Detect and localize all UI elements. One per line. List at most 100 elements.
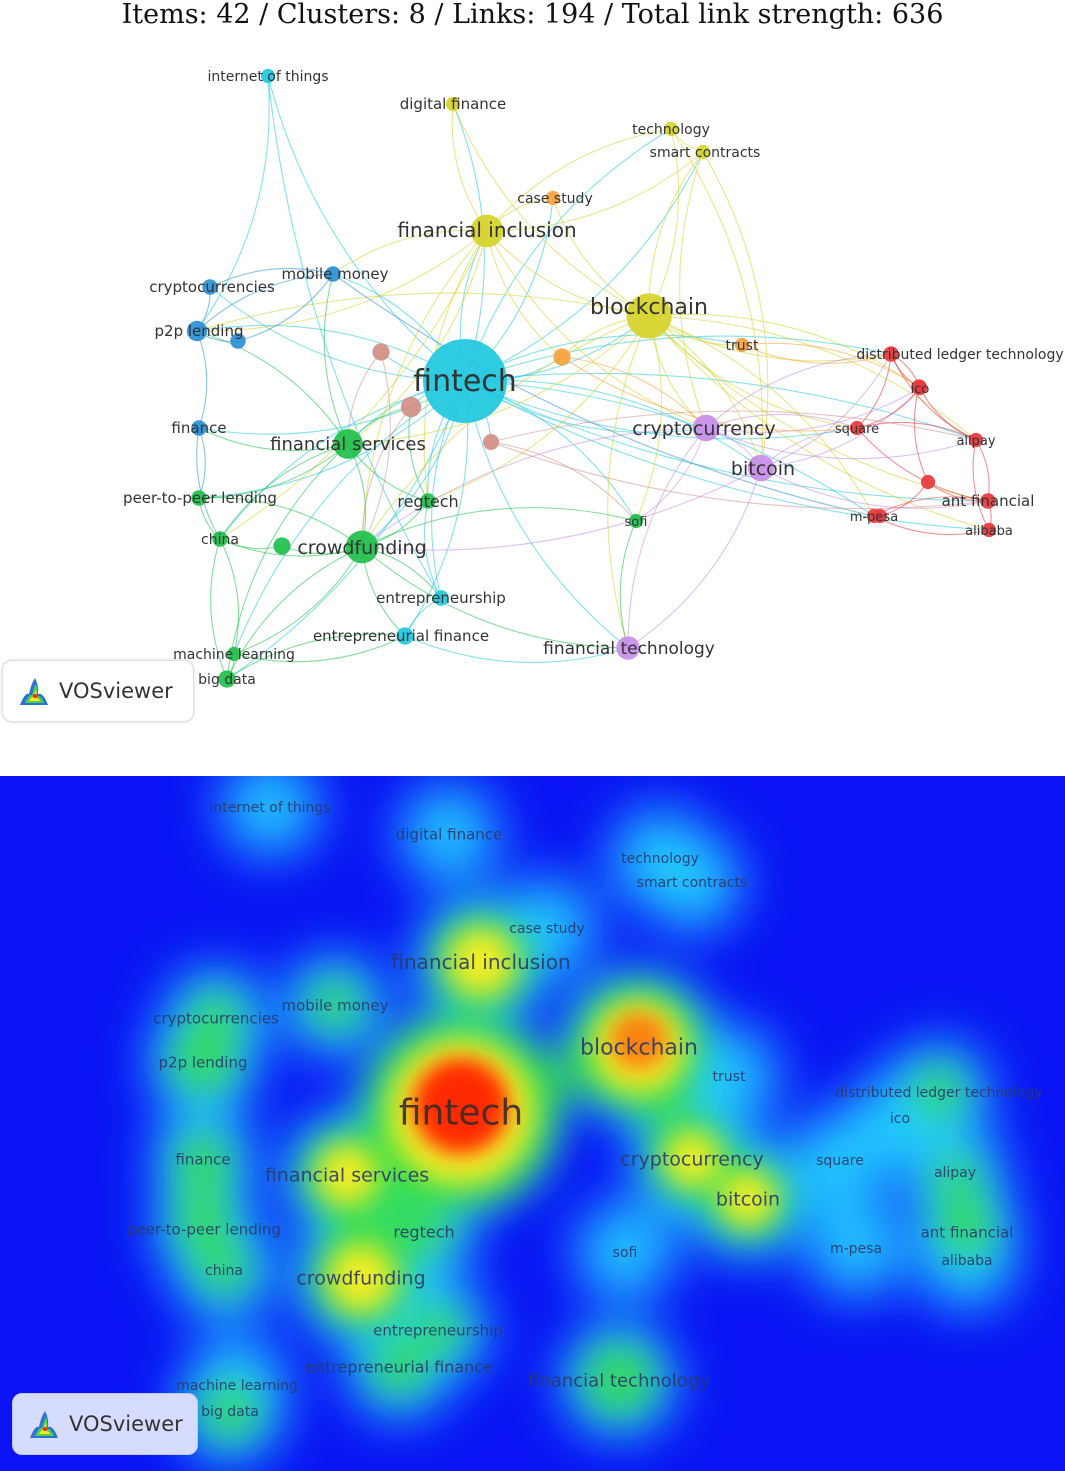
network-node-u6[interactable] [273, 537, 291, 555]
network-link-bitcoin-crowdfunding [361, 467, 762, 551]
network-link-blockchain-crowdfunding [361, 315, 650, 548]
vosviewer-logo-icon [20, 678, 48, 705]
network-node-digital-finance[interactable] [445, 96, 461, 112]
network-node-alipay[interactable] [968, 432, 984, 448]
network-node-u4[interactable] [553, 348, 571, 366]
network-node-cryptocurrencies[interactable] [202, 279, 218, 295]
network-node-peer-to-peer-lending[interactable] [191, 490, 207, 506]
network-node-square[interactable] [849, 420, 865, 436]
network-links [196, 75, 992, 680]
network-node-u5[interactable] [230, 333, 246, 349]
vosviewer-logo-badge: VOSviewer [2, 660, 194, 722]
network-node-u9[interactable] [872, 508, 888, 524]
network-node-machine-learning[interactable] [226, 646, 242, 662]
network-link-blockchain-square [648, 315, 858, 429]
network-node-u2[interactable] [400, 396, 422, 418]
density-blob-high-cryptocurrency [664, 1131, 720, 1187]
network-node-sofi[interactable] [628, 513, 644, 529]
density-blob-low-sofi [576, 1203, 674, 1301]
network-node-internet-of-things[interactable] [260, 68, 276, 84]
network-node-big-data[interactable] [218, 670, 236, 688]
network-node-ant-financial[interactable] [980, 493, 996, 509]
network-label-distributed-ledger-technology: distributed ledger technology [856, 347, 1063, 363]
network-node-technology[interactable] [663, 121, 679, 137]
network-link-financial_inclusion-cryptocurrency [486, 230, 707, 429]
network-link-fintech-alipay [464, 372, 977, 441]
network-node-distributed-ledger-technology[interactable] [883, 346, 899, 362]
network-node-crowdfunding[interactable] [345, 530, 379, 564]
network-link-fintech-machine_learning [233, 380, 466, 655]
network-label-bitcoin: bitcoin [731, 458, 795, 480]
network-link-blockchain-m_pesa [648, 315, 875, 517]
network-link-smart_contracts-cryptocurrency [679, 151, 707, 429]
network-link-m_pesa-alibaba [873, 515, 990, 536]
network-link-financial_inclusion-technology [486, 128, 672, 232]
network-node-blockchain[interactable] [626, 293, 672, 339]
density-label-mobile-money: mobile money [281, 996, 388, 1014]
network-link-square-alipay [856, 421, 977, 441]
network-node-mobile-money[interactable] [325, 266, 341, 282]
density-blob-peak-blockchain [610, 1012, 668, 1070]
network-label-square: square [835, 422, 879, 437]
network-node-case-study[interactable] [545, 190, 561, 206]
network-node-u3[interactable] [482, 433, 500, 451]
network-node-financial-technology[interactable] [616, 636, 640, 660]
network-node-u7[interactable] [911, 379, 927, 395]
network-link-financial_services-big_data [226, 443, 349, 680]
network-node-regtech[interactable] [420, 493, 436, 509]
density-blob-low-internet-of-things [221, 776, 319, 856]
network-link-entrepreneurship-regtech [424, 500, 442, 599]
network-node-china[interactable] [212, 531, 228, 547]
network-node-financial-inclusion[interactable] [470, 214, 504, 248]
network-node-finance[interactable] [191, 420, 207, 436]
network-link-fintech-alibaba [464, 380, 990, 531]
network-node-financial-services[interactable] [333, 429, 363, 459]
density-label-digital-finance: digital finance [396, 825, 503, 843]
density-label-p2p-lending: p2p lending [159, 1053, 248, 1071]
network-node-u1[interactable] [372, 343, 390, 361]
density-label-cryptocurrency: cryptocurrency [620, 1149, 763, 1171]
density-label-square: square [816, 1153, 864, 1169]
vosviewer-logo-text: VOSviewer [69, 1412, 183, 1436]
density-blob-high-crowdfunding [327, 1244, 395, 1312]
density-blob-peak-fintech [413, 1058, 509, 1154]
network-node-trust[interactable] [734, 337, 750, 353]
network-link-bitcoin-ico [760, 387, 921, 469]
network-node-bitcoin[interactable] [747, 454, 775, 482]
network-node-entrepreneurial-finance[interactable] [396, 627, 414, 645]
network-node-p2p-lending[interactable] [186, 320, 208, 342]
network-link-fintech-smart_contracts [464, 151, 704, 382]
network-link-crowdfunding-financial_technology [361, 546, 629, 649]
network-node-fintech[interactable] [423, 339, 507, 423]
network-link-technology-bitcoin [670, 128, 763, 469]
density-label-alibaba: alibaba [941, 1253, 992, 1269]
network-link-trust-ico [741, 342, 921, 389]
network-link-u7-u8 [913, 386, 929, 483]
network-node-alibaba[interactable] [981, 522, 997, 538]
network-label-crowdfunding: crowdfunding [297, 537, 426, 559]
network-link-mobile_money-u5 [237, 273, 334, 342]
network-node-u8[interactable] [920, 474, 936, 490]
density-label-financial-services: financial services [265, 1165, 429, 1187]
network-label-alipay: alipay [956, 434, 995, 449]
network-link-crowdfunding-peer_to_peer_lending [198, 497, 363, 548]
network-link-entrepreneurial_finance-financial_technology [404, 635, 629, 664]
density-label-internet-of-things: internet of things [209, 800, 330, 816]
network-label-financial-technology: financial technology [543, 639, 715, 659]
network-label-fintech: fintech [413, 364, 517, 399]
network-link-big_data-entrepreneurial_finance [226, 633, 406, 680]
network-link-sofi-financial_technology [619, 520, 637, 649]
network-link-p2p_lending-finance [196, 330, 208, 429]
network-node-entrepreneurship[interactable] [433, 590, 449, 606]
density-blob-mid-financial-technology [585, 1346, 653, 1414]
network-node-cryptocurrency[interactable] [692, 414, 720, 442]
network-link-internet_of_things-entrepreneurship [267, 75, 442, 599]
density-blob-mid-entrepreneurial-finance [373, 1341, 425, 1393]
network-node-smart-contracts[interactable] [695, 144, 711, 160]
density-label-cryptocurrencies: cryptocurrencies [153, 1009, 279, 1027]
